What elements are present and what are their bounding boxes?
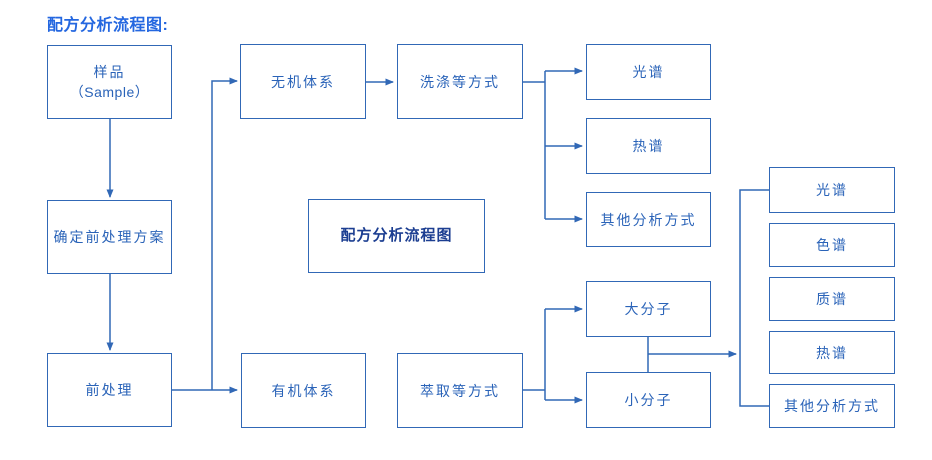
node-spectrum-right: 光谱: [769, 167, 895, 213]
node-macro-label: 大分子: [624, 301, 673, 317]
node-organic-label: 有机体系: [271, 382, 336, 399]
node-micro: 小分子: [586, 372, 711, 428]
node-spectrum-top-label: 光谱: [632, 64, 665, 80]
node-mass: 质谱: [769, 277, 895, 321]
node-sample: 样品 （Sample）: [47, 45, 172, 119]
node-thermal-right: 热谱: [769, 331, 895, 374]
node-center-title: 配方分析流程图: [308, 199, 485, 273]
node-plan-label: 确定前处理方案: [53, 229, 166, 245]
node-extraction: 萃取等方式: [397, 353, 523, 428]
node-other-right-label: 其他分析方式: [784, 398, 880, 414]
node-pretreat-label: 前处理: [85, 382, 134, 398]
node-chromatography-label: 色谱: [816, 237, 848, 253]
right-spine: [739, 189, 769, 407]
node-chromatography: 色谱: [769, 223, 895, 267]
arrow-branch-to-inorganic: [211, 77, 238, 390]
node-sample-label-en: （Sample）: [69, 84, 150, 100]
node-spectrum-top: 光谱: [586, 44, 711, 100]
branch-bottom-trunk: [523, 309, 546, 400]
node-center-title-label: 配方分析流程图: [340, 227, 453, 244]
node-inorganic: 无机体系: [240, 44, 366, 119]
node-thermal-top-label: 热谱: [632, 138, 665, 154]
node-other-top: 其他分析方式: [586, 192, 711, 247]
node-sample-label-cn: 样品: [93, 64, 126, 80]
node-mass-label: 质谱: [816, 291, 848, 307]
node-thermal-top: 热谱: [586, 118, 711, 174]
node-micro-label: 小分子: [624, 392, 673, 408]
node-spectrum-right-label: 光谱: [816, 182, 848, 198]
node-thermal-right-label: 热谱: [816, 344, 848, 361]
node-plan: 确定前处理方案: [47, 200, 172, 274]
branch-top-trunk: [523, 71, 546, 219]
flowchart-title: 配方分析流程图:: [47, 17, 169, 34]
node-extraction-label: 萃取等方式: [420, 382, 500, 399]
node-pretreat: 前处理: [47, 353, 172, 427]
node-washing: 洗涤等方式: [397, 44, 523, 119]
node-washing-label: 洗涤等方式: [420, 73, 500, 90]
node-organic: 有机体系: [241, 353, 366, 428]
node-macro: 大分子: [586, 281, 711, 337]
node-other-top-label: 其他分析方式: [600, 211, 697, 228]
node-inorganic-label: 无机体系: [271, 73, 335, 90]
node-other-right: 其他分析方式: [769, 384, 895, 428]
